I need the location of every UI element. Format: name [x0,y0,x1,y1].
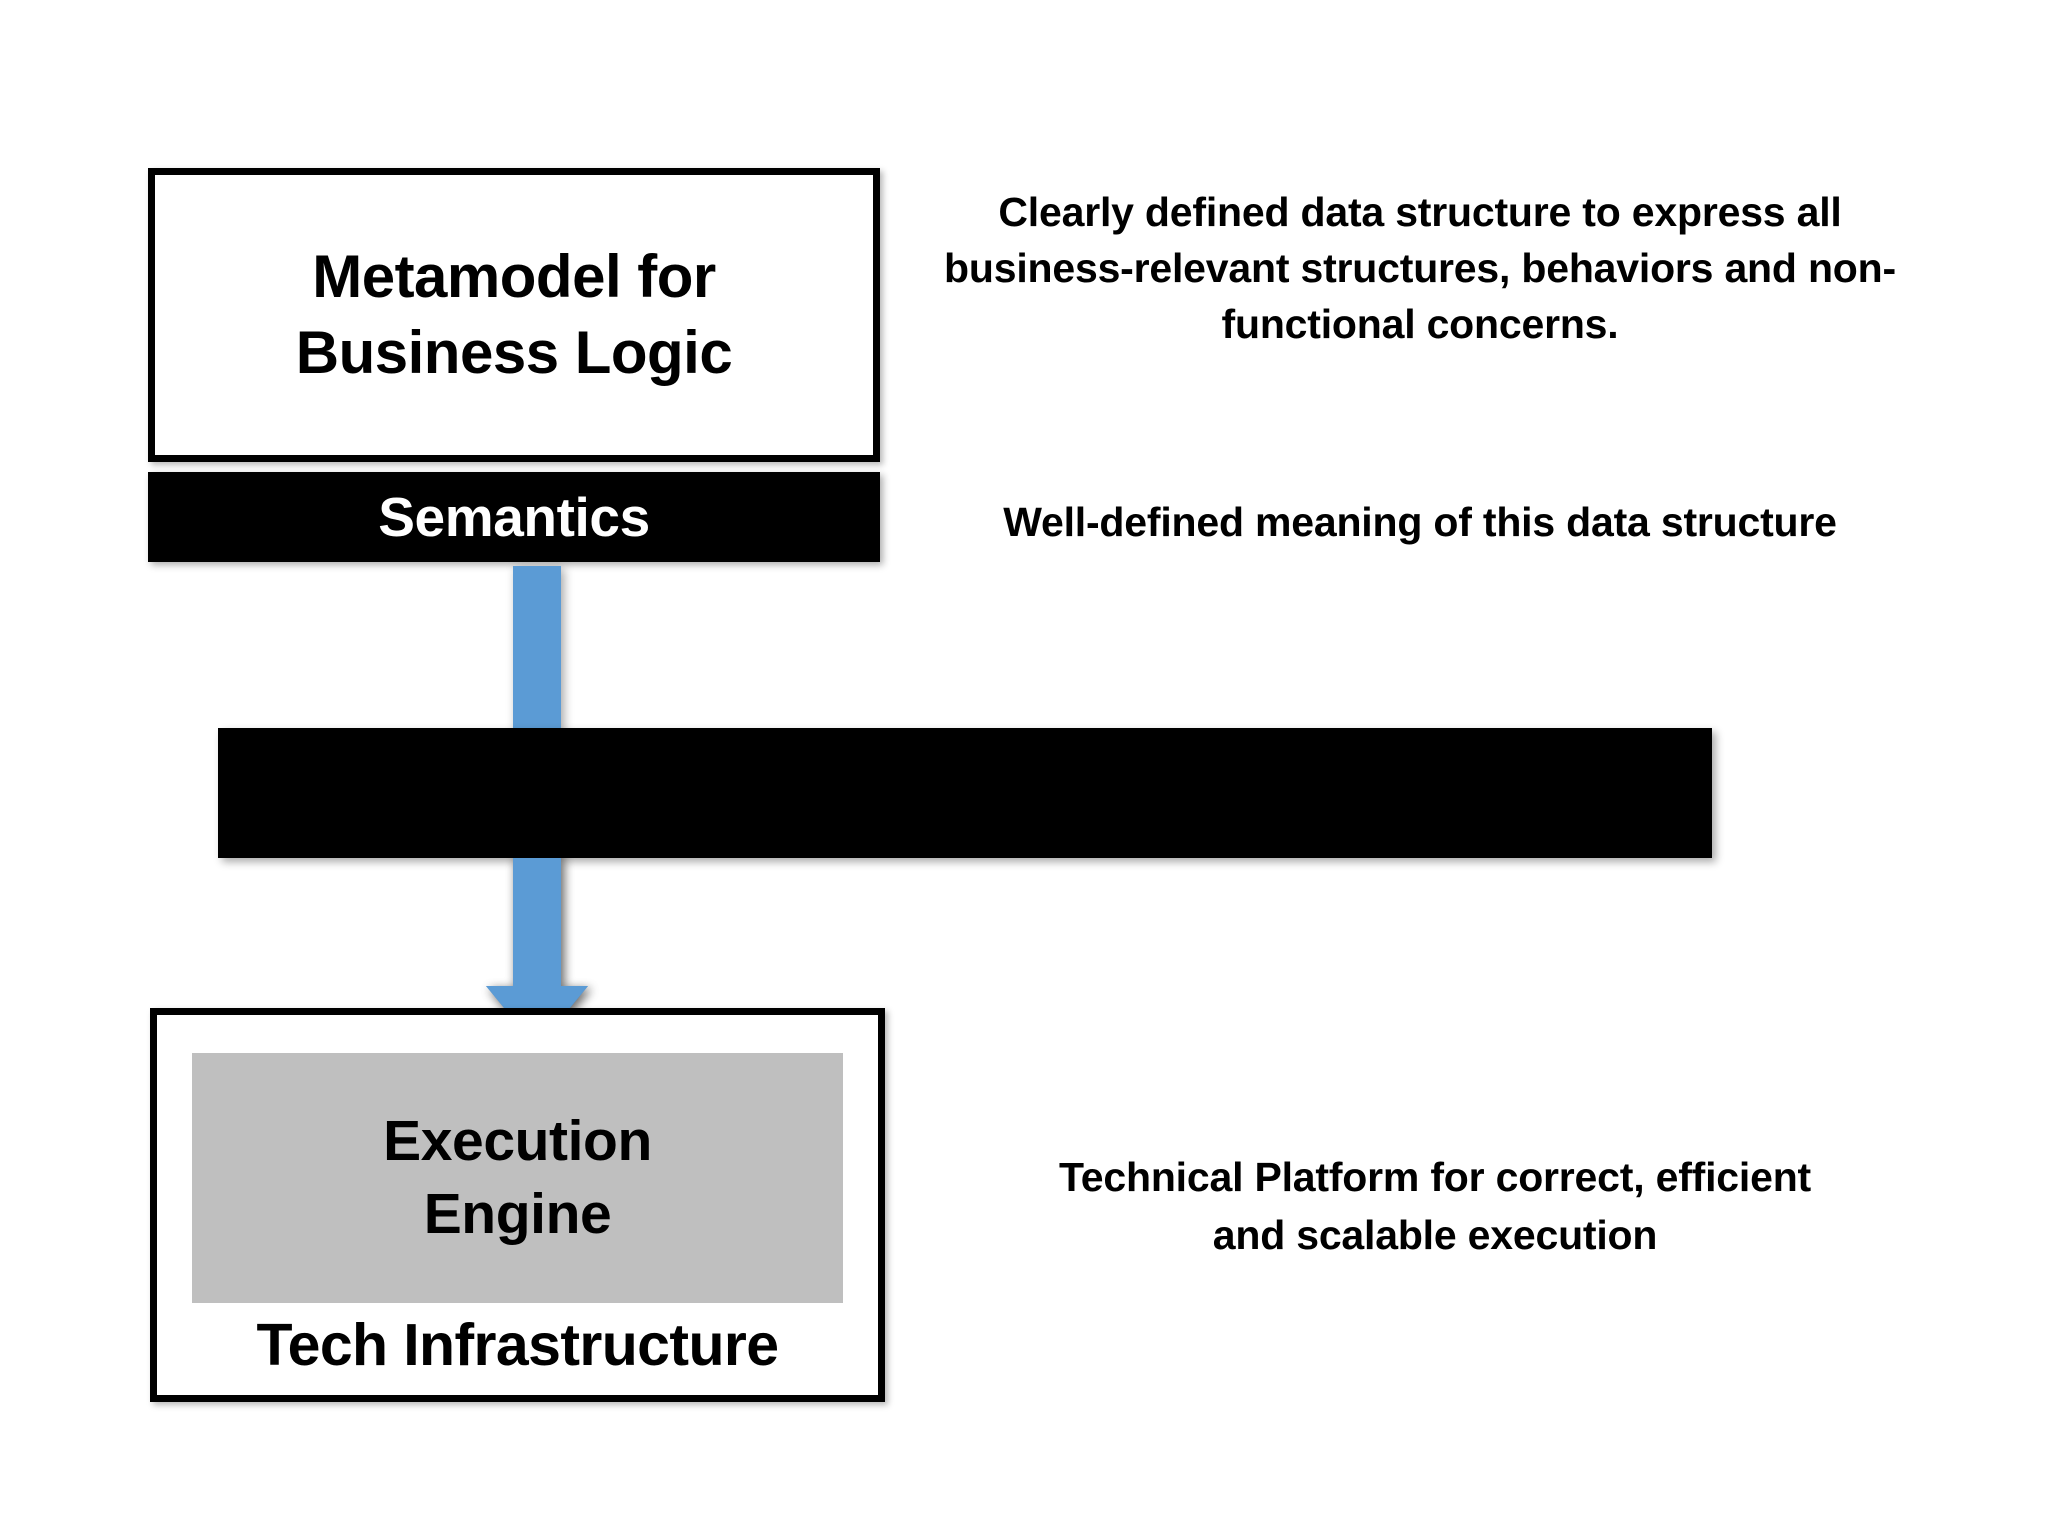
execution-engine-block: Execution Engine [192,1053,843,1303]
execution-engine-line-1: Execution [383,1109,652,1174]
semantics-label: Semantics [378,486,650,548]
note-metamodel: Clearly defined data structure to expres… [944,189,1896,347]
tech-infrastructure-box: Execution Engine Tech Infrastructure [150,1008,885,1402]
note-semantics: Well-defined meaning of this data struct… [1003,499,1837,545]
metamodel-box: Metamodel for Business Logic [148,168,880,462]
metamodel-title-line-1: Metamodel for [312,243,716,311]
metamodel-title-line-2: Business Logic [295,319,733,386]
tech-infrastructure-label: Tech Infrastructure [256,1312,780,1378]
down-arrow-head-icon [486,858,588,1048]
runtime-separator-bar [218,728,1712,858]
execution-engine-line-2: Engine [423,1182,612,1246]
semantics-band: Semantics [148,472,880,562]
note-technical-platform: Technical Platform for correct, efficien… [1058,1154,1811,1259]
